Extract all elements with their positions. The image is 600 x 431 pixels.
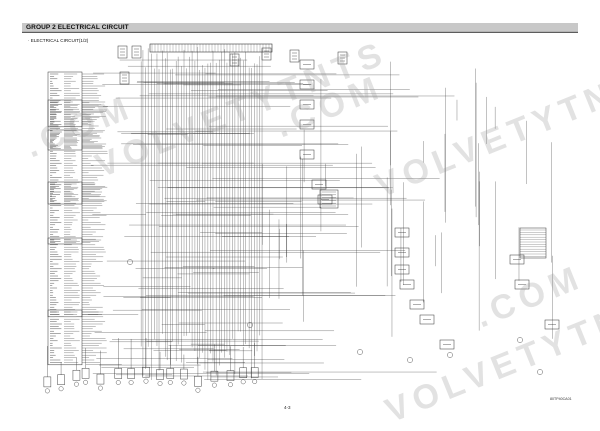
component-box xyxy=(72,369,81,381)
component-box xyxy=(229,53,240,67)
component-box xyxy=(194,376,202,387)
component-box xyxy=(57,374,65,385)
component-box xyxy=(289,49,300,63)
component-symbol xyxy=(517,337,523,343)
component-box xyxy=(409,299,425,310)
component-symbol xyxy=(143,378,149,384)
component-box xyxy=(180,368,188,380)
component-box xyxy=(399,279,415,290)
component-box xyxy=(142,366,150,378)
component-symbol xyxy=(537,369,543,375)
component-box xyxy=(544,319,560,330)
component-symbol xyxy=(44,388,50,394)
component-box xyxy=(394,247,410,258)
component-box xyxy=(250,367,259,378)
component-box xyxy=(337,51,348,65)
component-symbol xyxy=(357,349,363,355)
component-symbol xyxy=(447,352,453,358)
component-box xyxy=(419,314,435,325)
page-number: 4-3 xyxy=(284,405,291,410)
component-box xyxy=(319,189,339,209)
component-box xyxy=(311,179,327,190)
component-box xyxy=(81,368,90,379)
component-symbol xyxy=(74,381,79,387)
component-symbol xyxy=(252,379,258,384)
component-symbol xyxy=(98,385,103,391)
component-box xyxy=(299,149,315,160)
component-box xyxy=(519,227,547,259)
component-box xyxy=(47,181,83,245)
component-box xyxy=(394,227,410,238)
component-box xyxy=(156,369,164,380)
component-symbol xyxy=(83,379,88,385)
component-box xyxy=(131,45,142,59)
component-symbol xyxy=(58,386,64,392)
component-box xyxy=(239,367,247,379)
component-box xyxy=(514,279,530,290)
component-symbol xyxy=(240,379,246,385)
component-box xyxy=(299,79,315,90)
component-box xyxy=(299,59,315,70)
component-symbol xyxy=(181,380,187,386)
component-box xyxy=(47,129,83,205)
component-symbol xyxy=(127,259,133,265)
component-symbol xyxy=(228,382,233,388)
component-symbol xyxy=(157,381,163,386)
component-box xyxy=(299,99,315,110)
section-subtitle: · ELECTRICAL CIRCUIT(1/2) xyxy=(28,38,89,43)
figure-code: 80TP40CA01 xyxy=(550,397,572,401)
component-symbol xyxy=(167,380,173,385)
component-box xyxy=(299,119,315,130)
component-box xyxy=(47,71,83,128)
component-box xyxy=(96,373,105,385)
component-symbol xyxy=(212,382,217,388)
component-box xyxy=(43,376,52,388)
component-box xyxy=(317,194,333,205)
component-box xyxy=(119,71,130,85)
component-box xyxy=(509,254,525,265)
component-symbol xyxy=(115,380,121,385)
component-box xyxy=(117,45,128,59)
component-symbol xyxy=(407,357,413,363)
component-box xyxy=(149,43,273,53)
component-box xyxy=(439,339,455,350)
component-symbol xyxy=(247,322,253,328)
component-symbol xyxy=(195,387,201,393)
component-box xyxy=(47,309,83,366)
component-box xyxy=(47,99,83,151)
page-title: GROUP 2 ELECTRICAL CIRCUIT xyxy=(26,24,129,31)
component-box xyxy=(261,47,272,61)
header-bar xyxy=(22,23,578,33)
component-box xyxy=(394,264,410,275)
component-symbol xyxy=(128,380,134,385)
